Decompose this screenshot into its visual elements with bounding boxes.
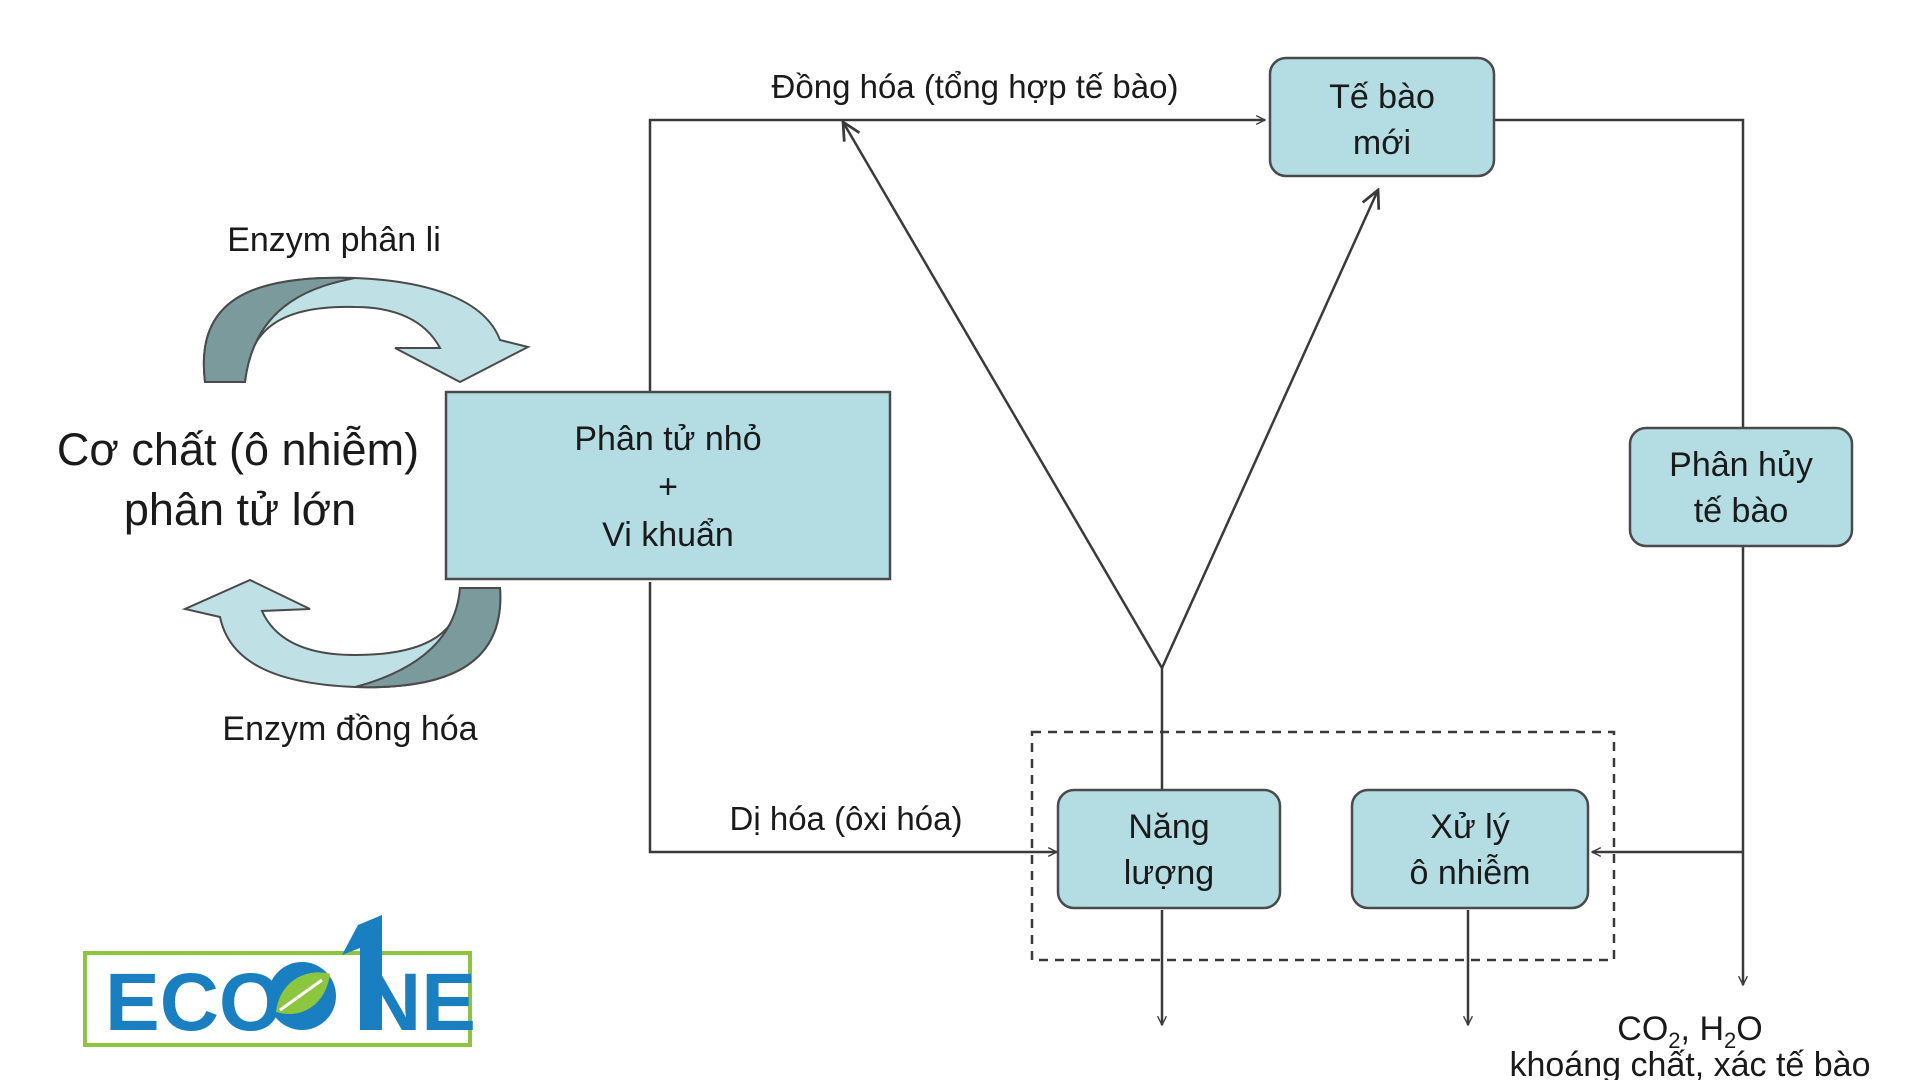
anabolism-arrow [648,120,1265,392]
new-cells-line2: mới [1353,124,1411,162]
products-description: khoáng chất, xác tế bào [1509,1046,1870,1080]
small-molecules-line1: Phân tử nhỏ [574,420,761,458]
cell-decomposition-line2: tế bào [1694,492,1789,530]
small-molecules-line2: + [658,468,678,506]
energy-line2: lượng [1124,854,1214,892]
pollution-treatment-line2: ô nhiễm [1410,854,1531,892]
enzyme-assimilation-label: Enzym đồng hóa [222,710,477,748]
new-cells-line1: Tế bào [1329,78,1435,116]
pollution-treatment-box: Xử lý ô nhiễm [1350,788,1590,910]
energy-to-anabolism-arrow [843,122,1164,669]
energy-to-new-cells-arrow [1160,190,1378,669]
cycle-arrow-top [202,276,531,384]
anabolism-label: Đồng hóa (tổng hợp tế bào) [772,68,1179,105]
new-cells-box: Tế bào mới [1268,56,1496,178]
cycle-arrow-bottom [181,578,502,689]
logo-text-left: ECO [105,957,283,1048]
leaf-icon [268,962,336,1030]
substrate-label-line2: phân tử lớn [124,484,356,535]
cell-decomposition-box: Phân hủy tế bào [1628,426,1854,548]
enzyme-dissociation-label: Enzym phân li [227,221,441,259]
energy-line1: Năng [1128,808,1209,846]
pollution-treatment-line1: Xử lý [1430,808,1509,846]
catabolism-arrow [648,582,1057,852]
substrate-label-line1: Cơ chất (ô nhiễm) [57,424,419,475]
energy-box: Năng lượng [1056,788,1282,910]
cell-decomposition-line1: Phân hủy [1669,446,1813,484]
small-molecules-box: Phân tử nhỏ + Vi khuẩn [444,390,892,581]
number-one-icon [342,915,382,1030]
logo-text-right: NE [362,957,476,1048]
small-molecules-line3: Vi khuẩn [602,516,734,554]
dashed-group-box [1030,730,1616,962]
new-cells-to-decomposition-line [1495,118,1745,428]
products-formula: CO2, H2O [1617,1010,1762,1053]
catabolism-label: Dị hóa (ôxi hóa) [730,800,963,837]
ecoone-logo: ECO NE [83,915,476,1048]
